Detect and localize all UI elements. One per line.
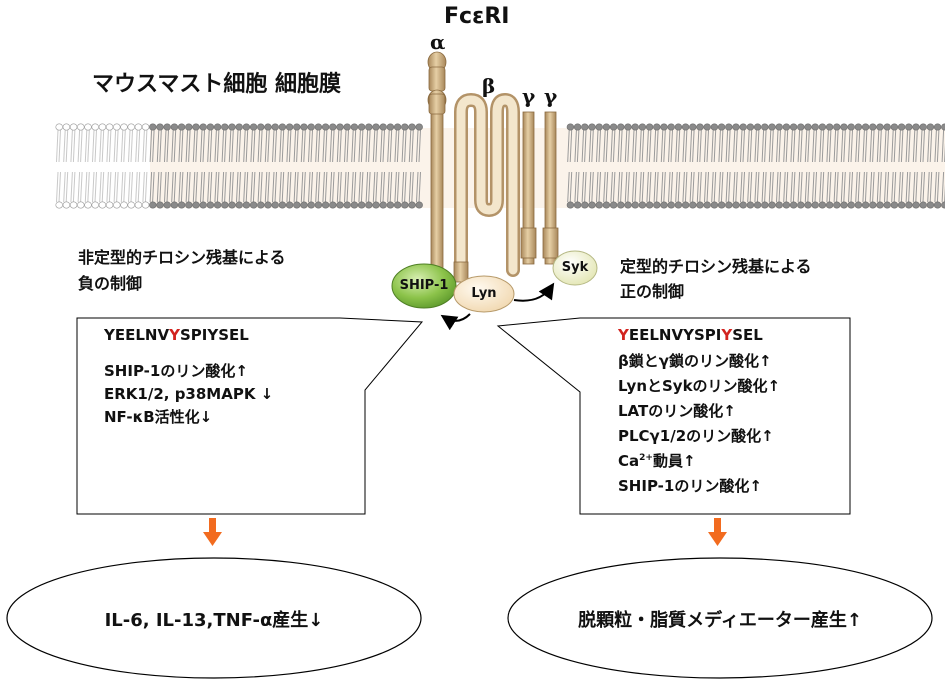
right-heading-line1: 定型的チロシン残基による xyxy=(620,257,812,276)
right-effect-ca: Ca2+動員↑ xyxy=(618,452,696,470)
receptor-title: FcεRI xyxy=(444,4,510,29)
syk-node-label: Syk xyxy=(561,260,589,275)
right-effect-1: β鎖とγ鎖のリン酸化↑ xyxy=(618,352,772,370)
right-effect-4: PLCγ1/2のリン酸化↑ xyxy=(618,427,774,445)
left-effect-3: NF-κB活性化↓ xyxy=(104,408,213,426)
right-callout-box xyxy=(496,317,851,515)
right-sequence: YEELNVYSPIYSEL xyxy=(618,326,763,344)
left-heading-line1: 非定型的チロシン残基による xyxy=(78,248,286,267)
ship1-node-label: SHIP-1 xyxy=(399,278,449,293)
right-outcome-ellipse xyxy=(507,557,933,679)
right-down-arrow xyxy=(708,518,727,546)
alpha-chain xyxy=(427,51,447,281)
gamma-chain-2 xyxy=(542,111,559,265)
lyn-to-ship1-arrow xyxy=(440,313,471,331)
left-sequence: YEELNVYSPIYSEL xyxy=(104,326,249,344)
alpha-label: α xyxy=(430,30,446,54)
lyn-node-shape xyxy=(453,275,515,313)
left-outcome-ellipse xyxy=(6,557,422,679)
left-outcome-text: IL-6, IL-13,TNF-α産生↓ xyxy=(104,610,324,631)
left-effect-1: SHIP-1のリン酸化↑ xyxy=(104,362,248,380)
syk-node-shape xyxy=(552,250,598,286)
gamma-chain-1 xyxy=(520,111,537,265)
right-heading-line2: 正の制御 xyxy=(620,282,685,301)
right-effect-3: LATのリン酸化↑ xyxy=(618,402,736,420)
beta-label: β xyxy=(482,74,496,98)
lyn-node-label: Lyn xyxy=(471,286,497,301)
gamma-label-1: γ xyxy=(522,84,536,108)
right-effect-6: SHIP-1のリン酸化↑ xyxy=(618,477,762,495)
lyn-to-syk-arrow xyxy=(513,282,555,302)
ship1-node-shape xyxy=(391,263,457,309)
left-down-arrow xyxy=(203,518,222,546)
beta-chain xyxy=(453,92,520,283)
left-callout-box xyxy=(76,317,424,515)
right-effect-2: LynとSykのリン酸化↑ xyxy=(618,377,781,395)
left-effect-2: ERK1/2, p38MAPK ↓ xyxy=(104,385,274,403)
right-outcome-text: 脱顆粒・脂質メディエーター産生↑ xyxy=(578,610,862,631)
gamma-label-2: γ xyxy=(544,84,558,108)
left-heading-line2: 負の制御 xyxy=(78,274,143,293)
membrane-label: マウスマスト細胞 細胞膜 xyxy=(92,72,342,97)
